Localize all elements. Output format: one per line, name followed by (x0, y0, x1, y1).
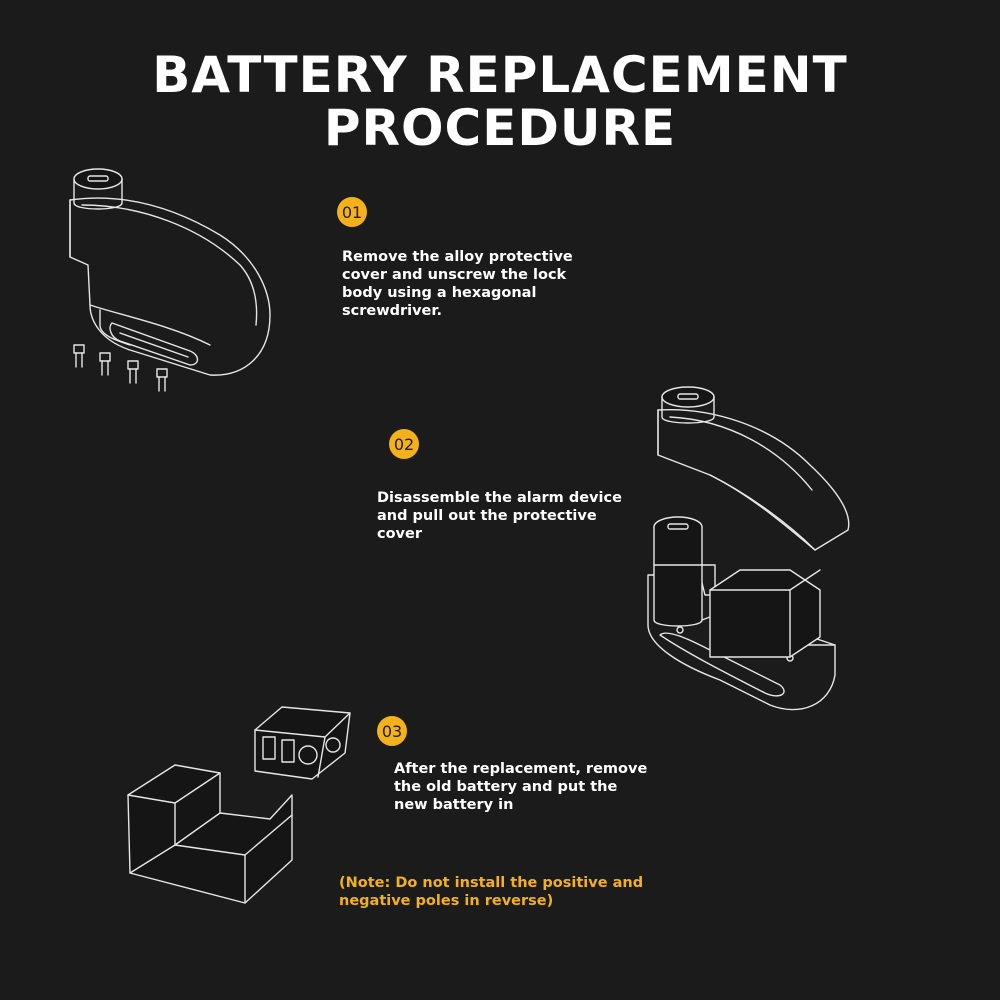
lock-cylinder-icon (654, 517, 715, 626)
battery-housing-icon (128, 765, 292, 903)
battery-module-icon (710, 570, 820, 657)
page-title-line-2: PROCEDURE (323, 99, 677, 157)
step-2-line: Disassemble the alarm device (377, 490, 622, 506)
page-title-line-1: BATTERY REPLACEMENT (152, 46, 848, 104)
step-3-badge: 03 (377, 716, 407, 746)
protective-cover-icon (658, 387, 849, 550)
step-3-line: After the replacement, remove (394, 761, 648, 777)
key-cylinder-icon (74, 169, 122, 209)
step-1-line: Remove the alloy protective (342, 249, 573, 265)
lock-body-icon (70, 198, 270, 375)
step-2-badge: 02 (389, 429, 419, 459)
note-line: negative poles in reverse) (339, 893, 554, 909)
step-3-line: new battery in (394, 797, 514, 813)
step-2-line: cover (377, 526, 422, 542)
battery-replacement-illustration (120, 695, 360, 920)
step-2-line: and pull out the protective (377, 508, 597, 524)
step-1-line: cover and unscrew the lock (342, 267, 567, 283)
step-1-badge: 01 (337, 197, 367, 227)
polarity-note: (Note: Do not install the positive and n… (339, 874, 643, 910)
battery-pack-icon (255, 707, 350, 779)
note-line: (Note: Do not install the positive and (339, 875, 644, 891)
step-2-text: Disassemble the alarm device and pull ou… (377, 489, 622, 543)
step-1-text: Remove the alloy protective cover and un… (342, 248, 573, 320)
step-3-line: the old battery and put the (394, 779, 618, 795)
step-1-line: screwdriver. (342, 303, 442, 319)
opened-lock-illustration (640, 375, 855, 720)
step-1-line: body using a hexagonal (342, 285, 537, 301)
step-3-text: After the replacement, remove the old ba… (394, 760, 647, 814)
screws-icon (74, 345, 167, 391)
disc-lock-illustration (60, 165, 280, 400)
